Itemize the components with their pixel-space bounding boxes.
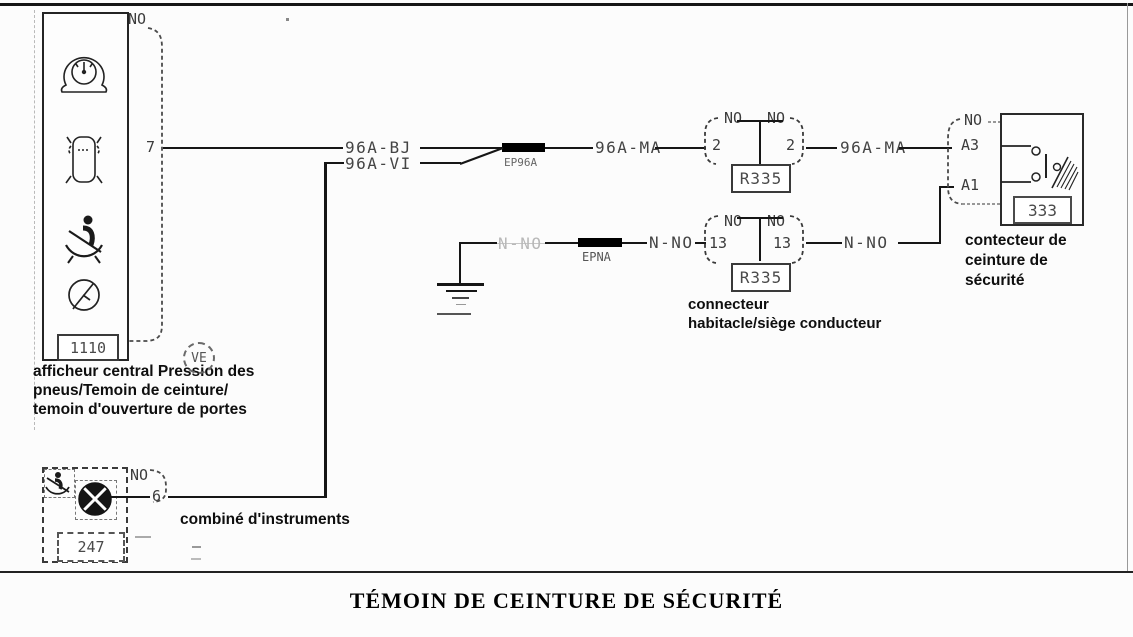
conn-bot-pin-right: 13 — [773, 234, 792, 252]
caption-line: afficheur central Pression des — [33, 363, 255, 380]
pin-group-label-247: NO — [130, 466, 149, 484]
wire-label-n-no-left: N-NO — [649, 233, 694, 252]
conn-top-group-right: NO — [767, 109, 786, 127]
component-1110-id-box: 1110 — [57, 334, 119, 361]
caption-line: ceinture de — [965, 252, 1048, 269]
component-333-caption: contecteur de ceinture de sécurité — [965, 231, 1067, 291]
wire-96a-vi — [420, 162, 461, 164]
caption-line: pneus/Temoin de ceinture/ — [33, 382, 229, 399]
scan-artifact — [191, 558, 201, 560]
caption-line: connecteur — [688, 296, 769, 313]
caption-line: temoin d'ouverture de portes — [33, 401, 247, 418]
component-247-caption: combiné d'instruments — [180, 511, 350, 528]
wire-96a-ma-right — [806, 147, 837, 149]
scan-artifact — [135, 536, 151, 538]
component-1110-id: 1110 — [69, 338, 107, 357]
conn-top-divider-v — [759, 120, 761, 164]
wire-n-no-right — [898, 242, 939, 244]
ground-bar-3 — [452, 297, 469, 299]
component-333-id: 333 — [1028, 200, 1057, 220]
wire-n-no — [545, 242, 578, 244]
wire-label-n-no-faded: N-NO — [498, 234, 543, 253]
wire-96a-vi — [326, 162, 344, 164]
ground-drop-wire — [459, 242, 461, 284]
frame-top-border — [0, 3, 1133, 6]
wire-96a-bj — [420, 147, 502, 149]
ground-feed-wire — [461, 242, 497, 244]
caption-line: contecteur de — [965, 232, 1067, 249]
conn-bot-id: R335 — [739, 268, 783, 287]
connector-bracket-1110 — [127, 27, 163, 342]
connector-bracket-333 — [947, 118, 963, 205]
diagram-title: TÉMOIN DE CEINTURE DE SÉCURITÉ — [349, 588, 784, 613]
splice-label-ep96a: EP96A — [504, 156, 538, 169]
seatbelt-icon-frame — [44, 469, 75, 498]
splice-label-epna: EPNA — [582, 250, 611, 264]
conn-top-id-box: R335 — [731, 164, 791, 193]
conn-bot-group-right: NO — [767, 212, 786, 230]
wire-n-no — [622, 242, 647, 244]
ve-badge: VE — [183, 342, 215, 374]
ground-bar-5 — [437, 313, 471, 315]
wire-96a-ma-right — [899, 147, 952, 149]
conn-top-pin-left: 2 — [712, 136, 722, 154]
pin-group-label-1110: NO — [128, 10, 147, 28]
frame-right-border — [1127, 3, 1128, 571]
wire-n-no — [695, 242, 706, 244]
pin-group-label-333: NO — [964, 111, 983, 129]
conn-top-id: R335 — [739, 169, 783, 188]
ground-bar-2 — [446, 290, 477, 292]
caption-line: sécurité — [965, 272, 1025, 289]
wire-label-n-no-right: N-NO — [844, 233, 889, 252]
warning-lamp-icon-frame — [75, 480, 117, 520]
conn-bot-group-left: NO — [724, 212, 743, 230]
wire-96a-ma-left — [545, 147, 593, 149]
scan-artifact — [192, 546, 201, 548]
wire-n-no-riser — [939, 186, 941, 244]
wire-label-96a-ma-left: 96A-MA — [595, 138, 662, 157]
frame-bottom-border — [0, 571, 1133, 573]
scan-artifact-left-column — [34, 10, 35, 430]
ground-bar-1 — [437, 283, 484, 286]
wire-96a-vi-diagonal — [459, 146, 504, 166]
wire-96a-vi-vertical — [324, 162, 327, 498]
pin-7-label: 7 — [145, 138, 155, 156]
conn-bot-divider-v — [759, 217, 761, 261]
scan-artifact — [286, 18, 289, 21]
wire-label-96a-bj: 96A-BJ — [345, 138, 412, 157]
pin-a3-label: A3 — [961, 136, 980, 154]
splice-ep96a — [502, 143, 545, 152]
component-247-id: 247 — [77, 538, 105, 556]
ground-feed-wire-faded — [497, 243, 545, 244]
pin-a1-label: A1 — [961, 176, 980, 194]
wire-96a-bj — [163, 147, 343, 149]
component-333-id-box: 333 — [1013, 196, 1072, 224]
conn-bot-pin-left: 13 — [709, 234, 728, 252]
ground-bar-4 — [456, 304, 466, 305]
pin-6-label: 6 — [152, 487, 162, 505]
wire-label-96a-vi: 96A-VI — [345, 154, 412, 173]
conn-bot-caption: connecteur habitacle/siège conducteur — [688, 295, 881, 333]
wire-96a-ma-left — [655, 147, 706, 149]
wire-label-96a-ma-right: 96A-MA — [840, 138, 907, 157]
conn-top-group-left: NO — [724, 109, 743, 127]
splice-epna — [578, 238, 622, 247]
caption-line: habitacle/siège conducteur — [688, 315, 882, 332]
conn-top-pin-right: 2 — [786, 136, 796, 154]
component-247-id-box: 247 — [57, 532, 125, 562]
component-1110-caption: afficheur central Pression des pneus/Tem… — [33, 362, 254, 419]
ve-badge-label: VE — [191, 350, 207, 366]
component-1110-box — [42, 12, 129, 361]
connector-bracket — [789, 215, 804, 264]
conn-bot-id-box: R335 — [731, 263, 791, 292]
wire-n-no-to-a1 — [939, 186, 954, 188]
wire-lamp-stub — [111, 496, 150, 498]
wire-n-no-right — [806, 242, 842, 244]
wire-pin6 — [168, 496, 325, 498]
